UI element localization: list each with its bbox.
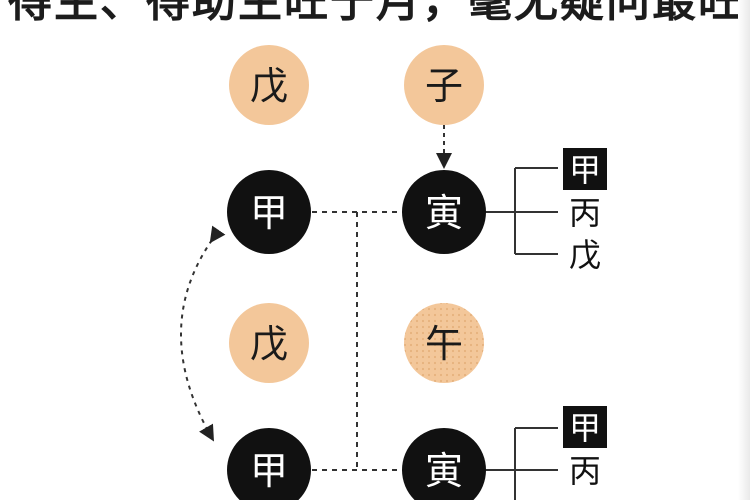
node-wu-noon-label: 午 [425,322,463,366]
branch-labels-top: 甲 丙 戊 [563,148,607,274]
node-yin-bottom: 寅 [402,428,486,500]
node-wu-top: 戊 [229,45,309,125]
node-yin-bottom-label: 寅 [425,449,463,493]
node-zi: 子 [404,45,484,125]
node-jia-top: 甲 [227,170,311,254]
curved-arrow-jia [180,225,226,442]
branch-labels-bottom: 甲 丙 [563,406,607,490]
branch-highlight-bottom [563,406,607,448]
branch-bottom-1: 甲 [569,409,601,447]
node-yin-top-label: 寅 [425,191,463,235]
node-jia-bottom: 甲 [227,428,311,500]
branch-top-3: 戊 [569,236,601,274]
node-wu-mid-label: 戊 [250,322,288,366]
node-wu-noon: 午 [404,303,484,383]
scrollbar-edge [738,0,750,500]
branch-top-1: 甲 [569,151,601,189]
branch-bottom-2: 丙 [569,452,601,490]
node-yin-top: 寅 [402,170,486,254]
node-jia-top-label: 甲 [250,191,288,235]
node-wu-top-label: 戊 [250,64,288,108]
branch-highlight-top [563,148,607,190]
connector-lines [180,125,558,500]
node-jia-bottom-label: 甲 [250,449,288,493]
node-zi-label: 子 [425,64,463,108]
page-title: 得生、得助生旺于月，毫无疑问最旺。 [8,0,750,26]
node-wu-mid: 戊 [229,303,309,383]
branch-top-2: 丙 [569,194,601,232]
